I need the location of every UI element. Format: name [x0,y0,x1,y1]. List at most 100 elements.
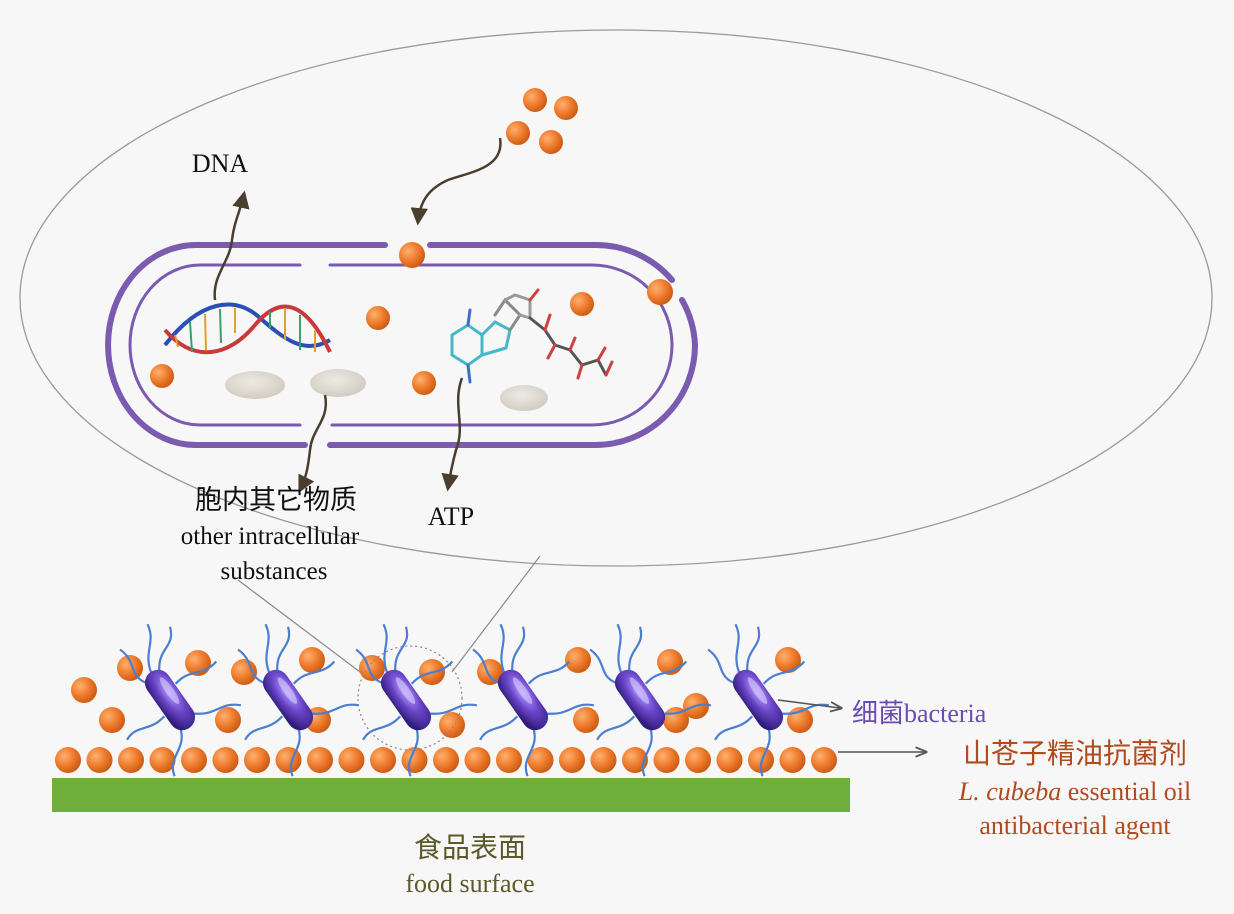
bacterium-flagellum [158,626,173,671]
arrow-bacteria-label [777,699,840,708]
bacterium-body [380,669,432,731]
arrow-substances-out [298,394,328,494]
bacterium-highlight [629,677,650,704]
bacterium-flagellum [664,703,712,715]
label-bacteria: 细菌bacteria [852,699,987,728]
agent-particle [86,747,113,773]
agent-particle [622,747,648,773]
arrow-atp-out [441,377,464,492]
arrow-dna-out [213,190,250,301]
agent-particle [775,647,801,673]
label-intracellular-en-1: other intracellular [181,523,360,550]
bacterium-flagellum [527,660,571,685]
label-atp: ATP [428,502,474,531]
agent-particle [439,712,465,738]
bacterium [355,623,478,777]
bacterium [472,623,595,777]
label-food-zh: 食品表面 [414,832,526,864]
bacterium-flagellum [407,728,419,777]
label-agent-en-2: antibacterial agent [979,811,1171,840]
bacterium-flagellum [759,728,771,777]
bacterium-flagellum [289,728,301,777]
label-agent-zh: 山苍子精油抗菌剂 [963,738,1187,770]
bacterium-flagellum [126,715,166,741]
agent-particle [477,659,503,685]
bacterium-flagellum [171,728,183,777]
agent-particle [565,647,591,673]
agent-particle [359,655,385,681]
agent-particle [299,647,325,673]
agent-particles-layer [55,747,837,773]
label-bacteria-en: bacteria [904,699,987,728]
bacterium-flagellum [237,648,265,684]
bacterium [707,623,830,777]
label-intracellular-zh: 胞内其它物质 [195,485,357,515]
agent-particle [244,747,270,773]
label-dna: DNA [192,149,249,178]
agent-particle [338,747,365,773]
agent-particle [149,747,176,773]
bacterium-body [732,669,784,731]
bacterium-flagellum [589,648,617,684]
arrow-agent-in [410,137,502,226]
bacterium-flagellum [410,660,454,685]
agent-particle [215,707,241,733]
bacterium [237,623,360,777]
zoom-ellipse [19,29,1213,567]
bacteria-group [119,623,830,777]
bacterium-highlight [159,677,180,704]
bacterium-body [497,669,549,731]
agent-particle [811,747,837,773]
bacterium-flagellum [644,660,688,685]
bacterium-flagellum [362,715,402,741]
agent-particle [573,707,599,733]
label-food-en: food surface [405,869,534,898]
bacterium-flagellum [641,728,653,777]
bacterium [589,623,712,777]
agent-particle [71,677,97,703]
bacterium-flagellum [714,715,754,741]
bacterium-flagellum [746,626,761,671]
bacterium-flagellum [382,623,389,675]
bacterium-body [144,669,196,731]
bacterium-flagellum [628,626,643,671]
dna-helix [163,302,332,355]
bacterium-flagellum [292,660,336,685]
bacterium-flagellum [119,648,147,684]
bacterium-flagellum [762,660,806,685]
bacterium [119,623,242,777]
agent-particles-cell [150,88,673,395]
agent-particle [370,747,396,773]
bacterium-flagellum [511,626,526,671]
bacterium-flagellum [276,626,291,671]
bacterium-flagellum [472,648,500,684]
bacterium-flagellum [430,703,478,715]
bacterium-flagellum [707,648,735,684]
agent-particle [716,747,743,773]
zoom-connector-left [237,579,369,679]
agent-particle [118,747,144,773]
bacterium-flagellum [194,703,242,715]
agent-particle [779,747,806,773]
agent-particle [275,747,302,773]
agent-particle [307,747,333,773]
bacterium-body [262,669,314,731]
cell-membrane [105,241,699,448]
agent-particle [99,707,125,733]
bacterium-flagellum [547,703,595,715]
food-surface-bar [52,778,850,812]
bacterium-body [614,669,666,731]
bacterium-flagellum [312,703,360,715]
label-agent-en-1: L. cubeba essential oil [958,777,1192,806]
bacterium-flagellum [782,703,830,715]
bacterium-flagellum [479,715,519,741]
bacterium-highlight [512,677,533,704]
bacterium-flagellum [264,623,271,675]
arrows [213,137,502,494]
bacterium-flagellum [174,660,218,685]
bacterium-flagellum [734,623,741,675]
agent-particle [464,747,491,773]
bacterium-flagellum [244,715,284,741]
